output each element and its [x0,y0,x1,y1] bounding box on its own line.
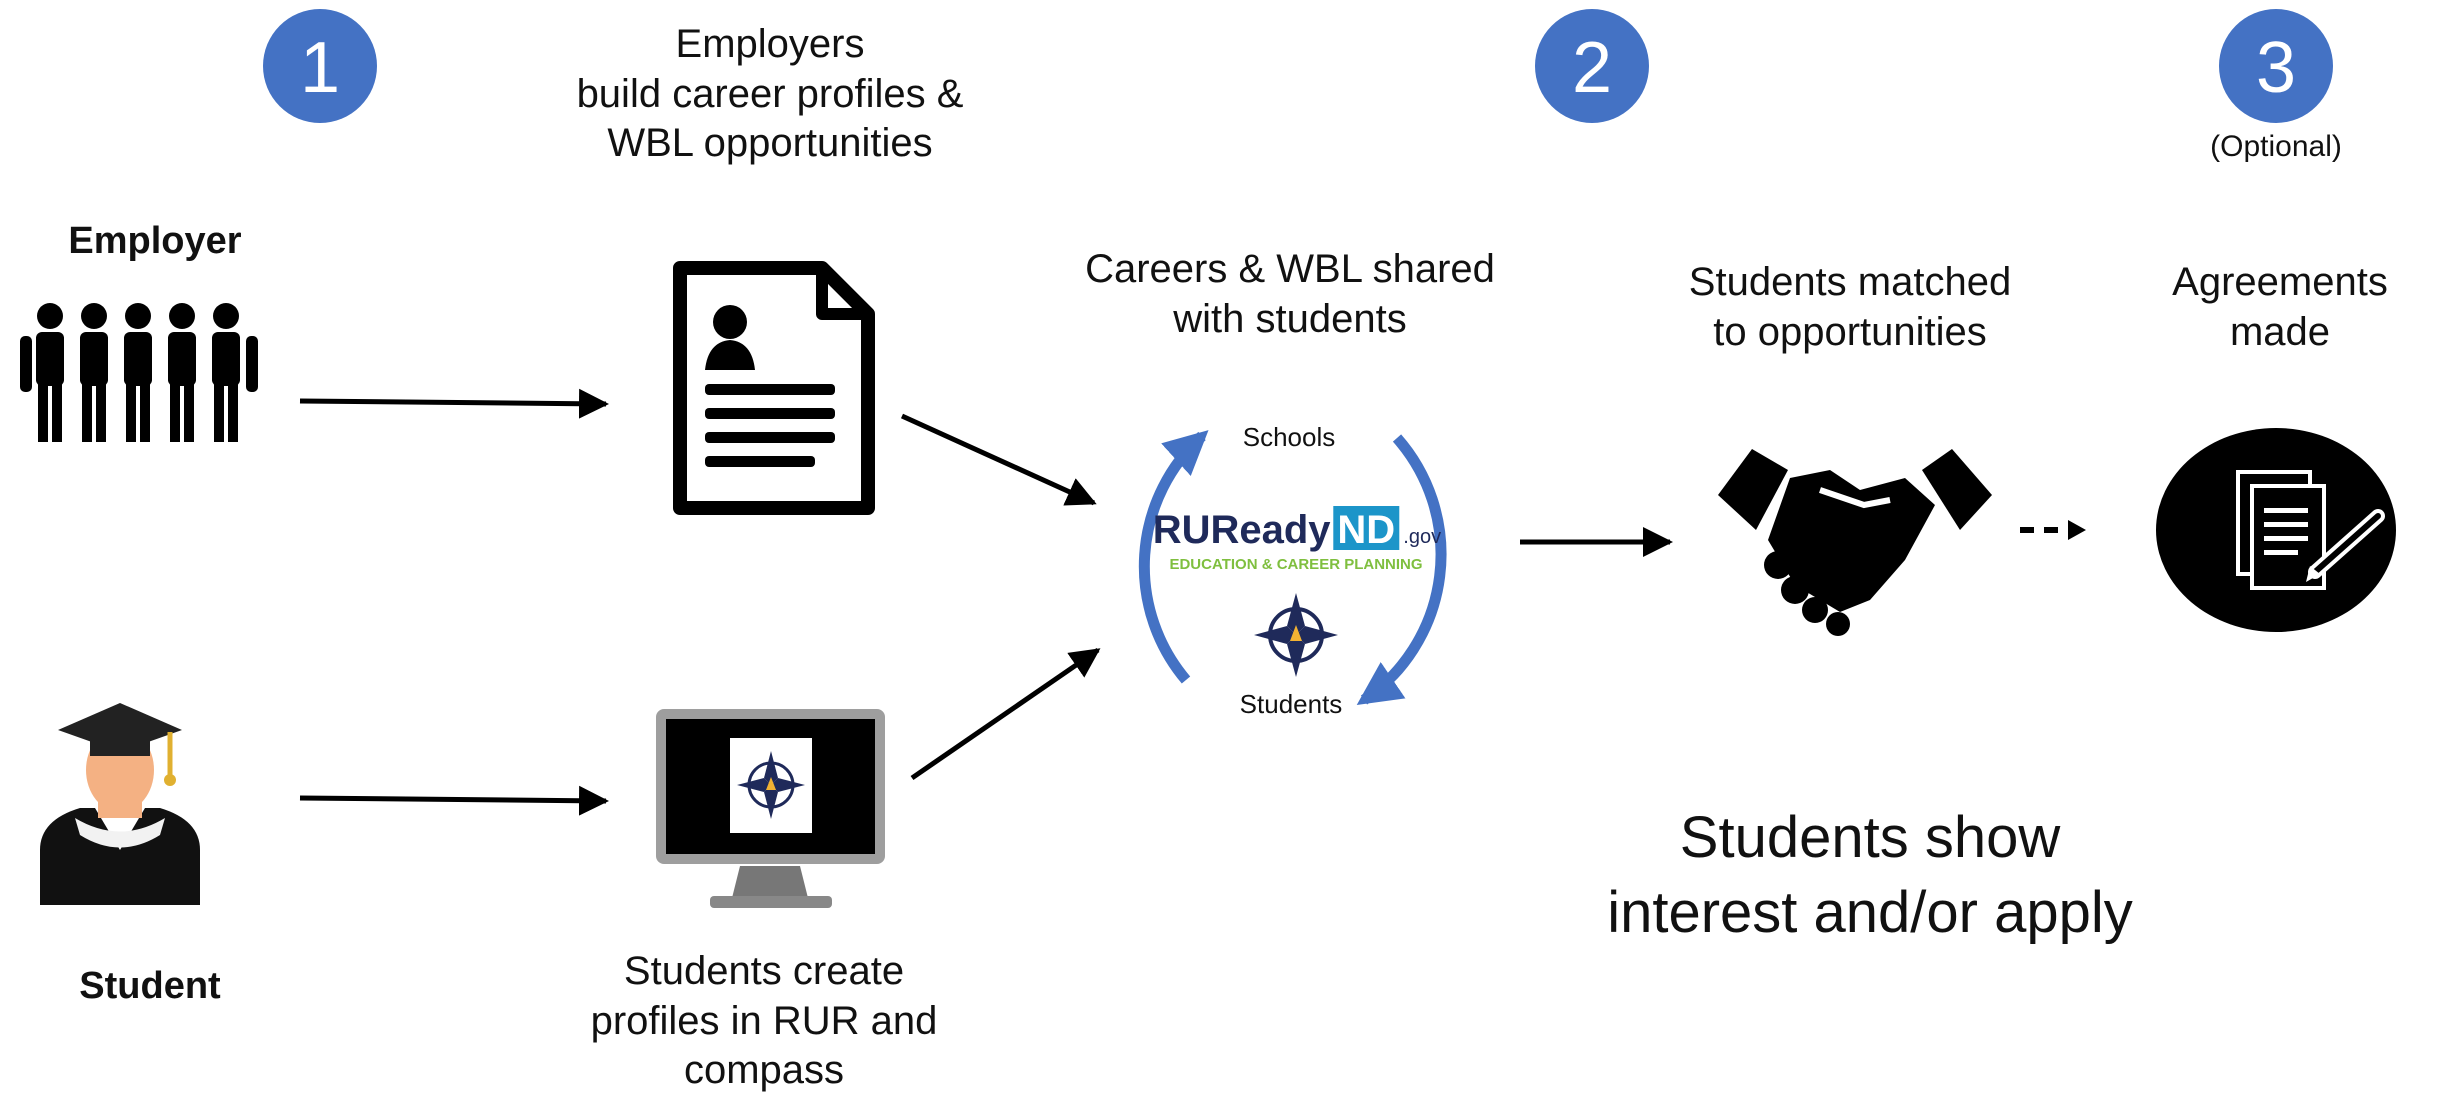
students-show-interest-caption: Students show interest and/or apply [1607,805,2133,946]
cycle-arrow-left [1198,431,1248,463]
arrow-profile-to-hub [900,413,1097,506]
svg-text:3: 3 [2256,28,2296,108]
svg-text:EDUCATION & CAREER PLANNING: EDUCATION & CAREER PLANNING [1169,556,1422,573]
employer-label: Employer [68,220,242,262]
svg-text:ND: ND [1337,508,1395,552]
student-graduate-icon [40,703,200,905]
cycle-arrow-top-left [1138,430,1209,684]
student-label: Student [79,965,221,1007]
arrow-monitor-to-hub [910,647,1101,781]
step-3-badge: 3 [2219,9,2333,123]
svg-text:2: 2 [1572,28,1612,108]
employer-group-icon [20,303,258,442]
hub-students-label: Students [1240,689,1343,719]
compass-logo-small-icon [737,751,805,819]
cycle-arrow-top-right [1356,434,1447,705]
arrow-student-to-monitor [299,785,609,816]
step-3-optional-note: (Optional) [2210,130,2342,163]
arrow-employer-to-profile [299,388,609,419]
dashed-arrow-match-to-agreement [2020,520,2086,540]
step-1-badge: 1 [263,9,377,123]
step-2-badge: 2 [1535,9,1649,123]
svg-text:RUReady: RUReady [1153,508,1332,552]
agreements-made-caption: Agreements made [2172,260,2388,354]
students-create-caption: Students create profiles in RUR and comp… [590,949,938,1093]
employers-build-caption: Employers build career profiles & WBL op… [576,22,964,166]
signed-agreement-icon [2156,428,2396,632]
careers-shared-caption: Careers & WBL shared with students [1085,247,1495,341]
hub-schools-label: Schools [1243,422,1336,452]
svg-text:1: 1 [300,28,340,108]
svg-text:.gov: .gov [1403,526,1441,548]
handshake-icon [1718,449,1992,636]
resume-document-icon [673,261,875,515]
compass-logo-icon [1254,593,1338,677]
rureadynd-logo: RUReady ND .gov EDUCATION & CAREER PLANN… [1153,506,1441,573]
students-matched-caption: Students matched to opportunities [1688,260,2012,354]
